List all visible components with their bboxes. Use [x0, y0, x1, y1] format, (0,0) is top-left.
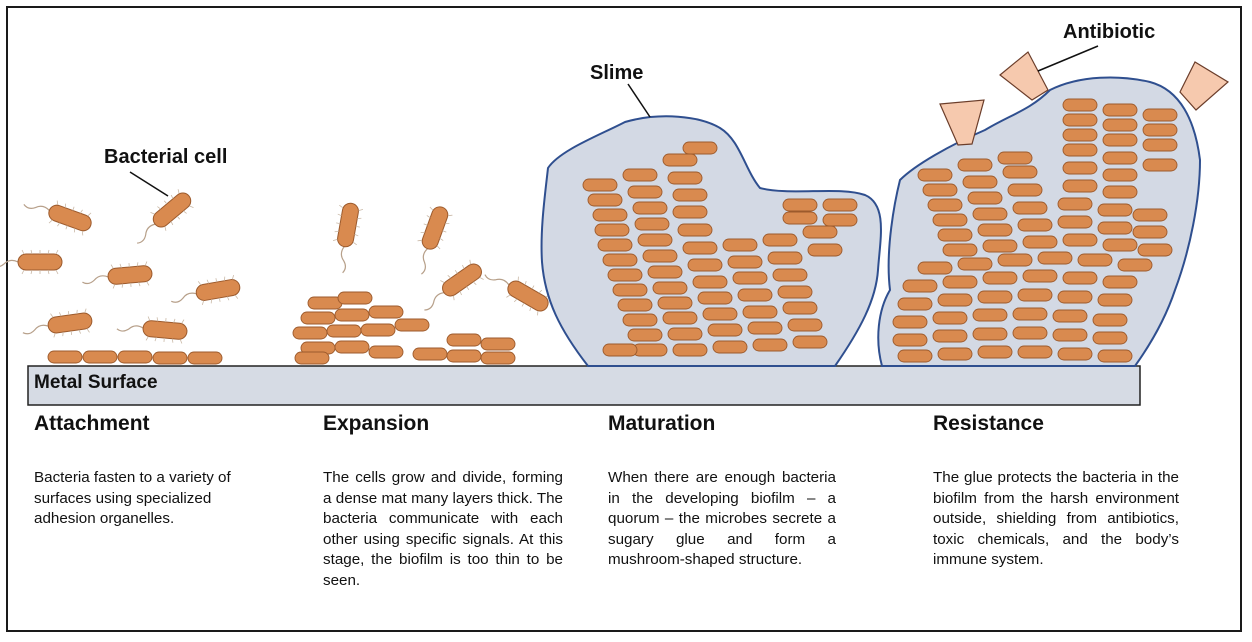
- stage-desc-attachment: Bacteria fasten to a variety of surfaces…: [34, 468, 270, 530]
- bacterium-icon: [169, 274, 242, 310]
- slime-callout-line: [628, 84, 650, 117]
- antibiotic-icon: [1180, 62, 1228, 110]
- antibiotic-label: Antibiotic: [1063, 21, 1155, 44]
- stage-desc-maturation: When there are enough bacteria in the de…: [608, 468, 836, 571]
- bacterial-cell-callout-line: [130, 172, 168, 196]
- attachment-bacteria: [0, 187, 242, 364]
- antibiotic-icon: [1000, 52, 1048, 100]
- bacterium-icon: [416, 258, 487, 318]
- bacterium-icon: [21, 308, 94, 342]
- stage-desc-resistance: The glue protects the bacteria in the bi…: [933, 468, 1179, 571]
- stage-title-attachment: Attachment: [34, 412, 150, 436]
- bacterium-icon: [81, 261, 153, 291]
- slime-label: Slime: [590, 62, 643, 85]
- bacterium-icon: [21, 190, 95, 236]
- bacterium-icon: [407, 203, 453, 277]
- expansion-bacteria: [293, 201, 553, 364]
- bacterium-icon: [116, 314, 188, 344]
- bacterial-cell-label: Bacterial cell: [104, 146, 227, 169]
- stage-title-expansion: Expansion: [323, 412, 429, 436]
- bacterium-icon: [328, 201, 364, 274]
- antibiotic-callout-line: [1038, 46, 1098, 71]
- stage-title-maturation: Maturation: [608, 412, 715, 436]
- stage-title-resistance: Resistance: [933, 412, 1044, 436]
- metal-surface-label: Metal Surface: [34, 372, 158, 394]
- bacterium-icon: [0, 250, 62, 274]
- bacterium-icon: [128, 187, 197, 250]
- stage-desc-expansion: The cells grow and divide, forming a den…: [323, 468, 563, 591]
- metal-surface-bar: [28, 366, 1140, 405]
